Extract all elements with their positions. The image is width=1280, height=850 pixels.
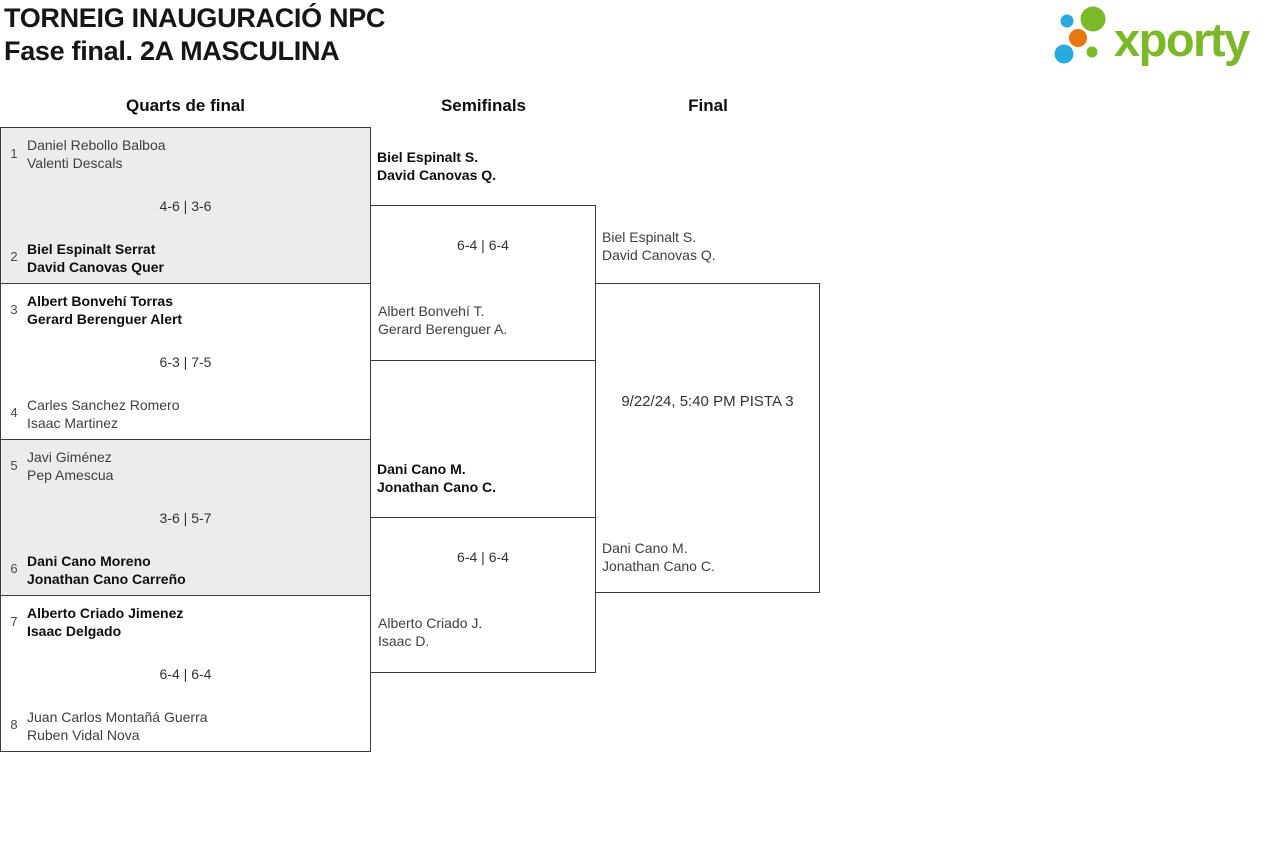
title-line-1: TORNEIG INAUGURACIÓ NPC: [4, 3, 386, 33]
team-name: Albert Bonvehí Torras Gerard Berenguer A…: [27, 293, 183, 327]
team-name: Carles Sanchez Romero Isaac Martinez: [27, 397, 180, 431]
semifinal-2-team-top: Dani Cano M. Jonathan Cano C.: [377, 461, 497, 495]
logo-mark: xporty: [1054, 6, 1252, 66]
team-name: Daniel Rebollo Balboa Valenti Descals: [27, 137, 166, 171]
quarterfinal-match-1: 1 Daniel Rebollo Balboa Valenti Descals …: [0, 127, 371, 284]
match-score: 4-6 | 3-6: [159, 198, 212, 214]
logo-dot-orange: [1069, 29, 1087, 47]
column-header-quarterfinals: Quarts de final: [125, 96, 246, 115]
match-score: 6-4 | 6-4: [159, 666, 212, 682]
match-score: 6-4 | 6-4: [457, 237, 509, 253]
team-name: Alberto Criado Jimenez Isaac Delgado: [27, 605, 184, 639]
seed-number: 2: [10, 249, 18, 264]
logo-dot-blue-small: [1060, 14, 1074, 28]
team-name: Biel Espinalt Serrat David Canovas Quer: [27, 241, 164, 275]
seed-number: 4: [10, 405, 18, 420]
seed-number: 7: [10, 614, 18, 629]
seed-number: 3: [10, 302, 18, 317]
semifinal-1-team-top: Biel Espinalt S. David Canovas Q.: [377, 149, 497, 183]
team-name: Juan Carlos Montañá Guerra Ruben Vidal N…: [27, 709, 208, 743]
team-name: Javi Giménez Pep Amescua: [27, 449, 114, 483]
final-schedule: 9/22/24, 5:40 PM PISTA 3: [621, 393, 794, 410]
quarterfinal-match-2: 3 Albert Bonvehí Torras Gerard Berenguer…: [0, 283, 371, 440]
match-score: 3-6 | 5-7: [159, 510, 212, 526]
logo-dot-blue-large: [1054, 44, 1074, 64]
semifinal-match-2: 6-4 | 6-4 Alberto Criado J. Isaac D.: [370, 517, 596, 673]
column-header-semifinals: Semifinals: [440, 96, 527, 115]
match-score: 6-3 | 7-5: [159, 354, 212, 370]
final-team-top: Biel Espinalt S. David Canovas Q.: [602, 229, 716, 263]
title-line-2: Fase final. 2A MASCULINA: [4, 36, 340, 66]
seed-number: 6: [10, 561, 18, 576]
semifinal-2-team-bottom: Alberto Criado J. Isaac D.: [378, 615, 483, 649]
quarterfinal-match-3: 5 Javi Giménez Pep Amescua 3-6 | 5-7 6 D…: [0, 439, 371, 596]
quarterfinal-match-4: 7 Alberto Criado Jimenez Isaac Delgado 6…: [0, 595, 371, 752]
seed-number: 5: [10, 458, 18, 473]
page-title: TORNEIG INAUGURACIÓ NPC Fase final. 2A M…: [4, 2, 385, 68]
final-match-box: [595, 283, 820, 593]
seed-number: 1: [10, 146, 18, 161]
logo-wordmark: xporty: [1114, 13, 1250, 66]
final-team-bottom: Dani Cano M. Jonathan Cano C.: [602, 540, 715, 574]
xporty-logo[interactable]: xporty: [1046, 3, 1278, 71]
logo-dot-green-large: [1080, 6, 1106, 32]
seed-number: 8: [10, 717, 18, 732]
team-name: Dani Cano Moreno Jonathan Cano Carreño: [27, 553, 186, 587]
match-score: 6-4 | 6-4: [457, 549, 509, 565]
column-header-final: Final: [688, 96, 728, 115]
semifinal-1-team-bottom: Albert Bonvehí T. Gerard Berenguer A.: [378, 303, 508, 337]
semifinal-match-1: 6-4 | 6-4 Albert Bonvehí T. Gerard Beren…: [370, 205, 596, 361]
logo-dot-green-small: [1086, 46, 1098, 58]
